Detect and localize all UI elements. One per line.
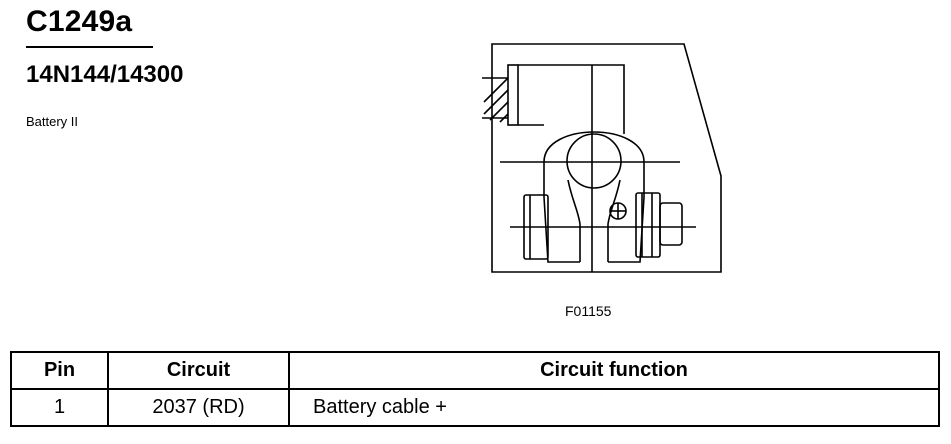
- pin-table: Pin Circuit Circuit function 1 2037 (RD)…: [10, 351, 940, 427]
- mounting-block: [507, 64, 519, 126]
- title-underline: [26, 46, 153, 48]
- part-number: 14N144/14300: [26, 61, 184, 88]
- pin-cell: 1: [10, 388, 109, 427]
- nut: [635, 192, 661, 258]
- connector-id: C1249a: [26, 5, 133, 38]
- connector-description: Battery II: [26, 114, 79, 129]
- clamp-bore: [566, 133, 622, 189]
- bolt-head: [523, 194, 549, 260]
- battery-terminal-figure: [482, 43, 722, 273]
- clamp-outline: [543, 131, 645, 197]
- figure-reference: F01155: [565, 303, 612, 319]
- column-header-pin: Pin: [10, 351, 109, 390]
- circuit-cell: 2037 (RD): [107, 388, 290, 427]
- column-header-circuit-function: Circuit function: [288, 351, 940, 390]
- table-row: 1 2037 (RD) Battery cable +: [10, 388, 940, 427]
- circuit-function-cell: Battery cable +: [288, 388, 940, 427]
- column-header-circuit: Circuit: [107, 351, 290, 390]
- housing-outline: [491, 43, 722, 273]
- bolt-thread: [659, 202, 683, 246]
- table-header-row: Pin Circuit Circuit function: [10, 351, 940, 390]
